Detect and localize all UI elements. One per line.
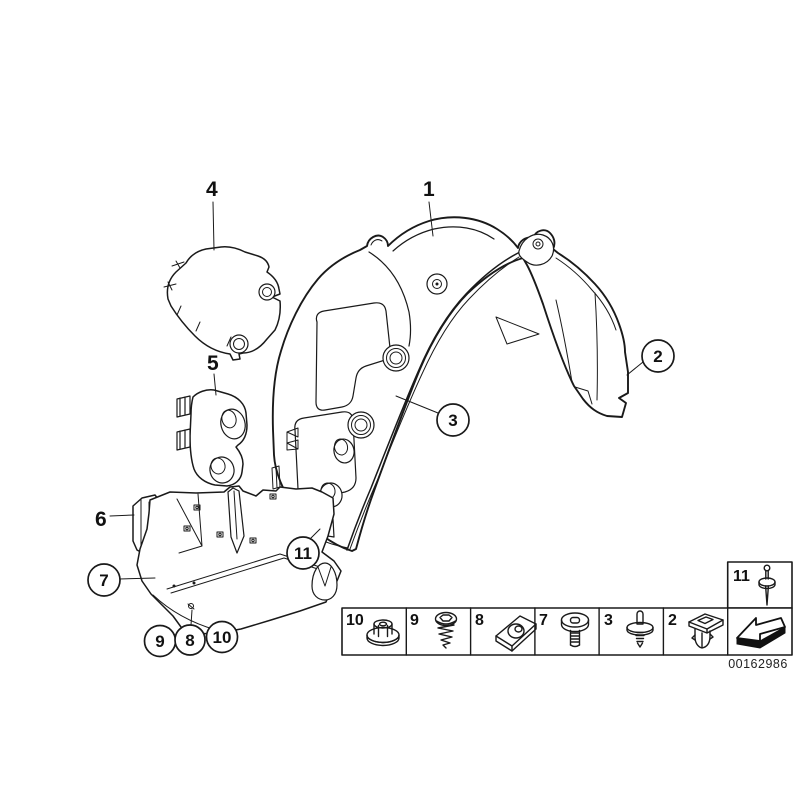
svg-text:3: 3 [604, 612, 613, 629]
legend-cell-2[interactable]: 2 [668, 612, 724, 649]
svg-text:7: 7 [539, 612, 548, 629]
legend-row [341, 607, 793, 656]
svg-text:11: 11 [294, 544, 312, 563]
cover-large-outline-path [166, 246, 281, 361]
leader-5 [213, 373, 217, 396]
body-bolt-icon [560, 612, 590, 648]
underbody-shield-drawing [136, 485, 342, 635]
liner-outline-path [271, 216, 629, 552]
callout-1[interactable]: 1 [423, 178, 435, 201]
leader-lines [109, 201, 644, 626]
leader-1 [428, 201, 434, 237]
svg-text:8: 8 [475, 612, 484, 629]
expansion-nut-icon [688, 613, 724, 649]
svg-text:7: 7 [99, 571, 108, 590]
legend: 11 10 9 [341, 561, 793, 656]
leader-2 [626, 361, 644, 376]
legend-cell-7[interactable]: 7 [539, 612, 590, 648]
legend-cell-3[interactable]: 3 [604, 610, 654, 648]
svg-text:8: 8 [185, 631, 194, 650]
leader-7 [118, 577, 156, 580]
catalog-number: 00162986 [728, 657, 788, 671]
legend-cell-10[interactable]: 10 [346, 612, 400, 647]
tapping-screw-icon [434, 611, 458, 649]
flange-nut-icon [366, 619, 400, 647]
legend-direction-cell[interactable] [736, 617, 786, 649]
callout-8[interactable]: 8 [174, 624, 206, 656]
svg-text:10: 10 [213, 628, 232, 647]
leader-3 [395, 395, 439, 414]
callout-2[interactable]: 2 [641, 339, 675, 373]
svg-text:9: 9 [155, 632, 164, 651]
legend-rivet-box[interactable]: 11 [726, 561, 793, 609]
legend-cell-8[interactable]: 8 [475, 612, 537, 652]
access-cover-small-drawing [176, 389, 248, 487]
cover-small-details [176, 395, 246, 484]
callouts: 4 1 5 6 2 3 7 9 8 10 11 [87, 178, 675, 658]
callout-11[interactable]: 11 [286, 536, 320, 570]
callout-7[interactable]: 7 [87, 563, 121, 597]
callout-10[interactable]: 10 [205, 620, 239, 654]
callout-9[interactable]: 9 [143, 624, 177, 658]
svg-text:3: 3 [448, 411, 457, 430]
blind-rivet-icon [758, 564, 776, 606]
access-cover-large-drawing [163, 246, 281, 361]
legend-rivet-number: 11 [733, 568, 750, 585]
direction-arrow-icon [736, 617, 786, 649]
svg-text:10: 10 [346, 612, 364, 629]
leader-4 [212, 201, 215, 251]
shield-outline-path [136, 485, 342, 635]
svg-text:9: 9 [410, 612, 419, 629]
callout-4[interactable]: 4 [206, 178, 218, 201]
legend-cell-borders [405, 607, 729, 656]
leader-6 [109, 514, 135, 517]
callout-3[interactable]: 3 [436, 403, 470, 437]
svg-text:2: 2 [653, 347, 662, 366]
legend-cell-9[interactable]: 9 [410, 611, 458, 649]
expanding-rivet-icon [626, 610, 654, 648]
callout-5[interactable]: 5 [207, 352, 219, 375]
svg-text:2: 2 [668, 612, 677, 629]
clip-nut-icon [495, 615, 537, 652]
leader-8 [190, 609, 193, 626]
shield-details [152, 487, 338, 631]
cover-large-details [163, 260, 276, 354]
callout-6[interactable]: 6 [95, 508, 107, 531]
